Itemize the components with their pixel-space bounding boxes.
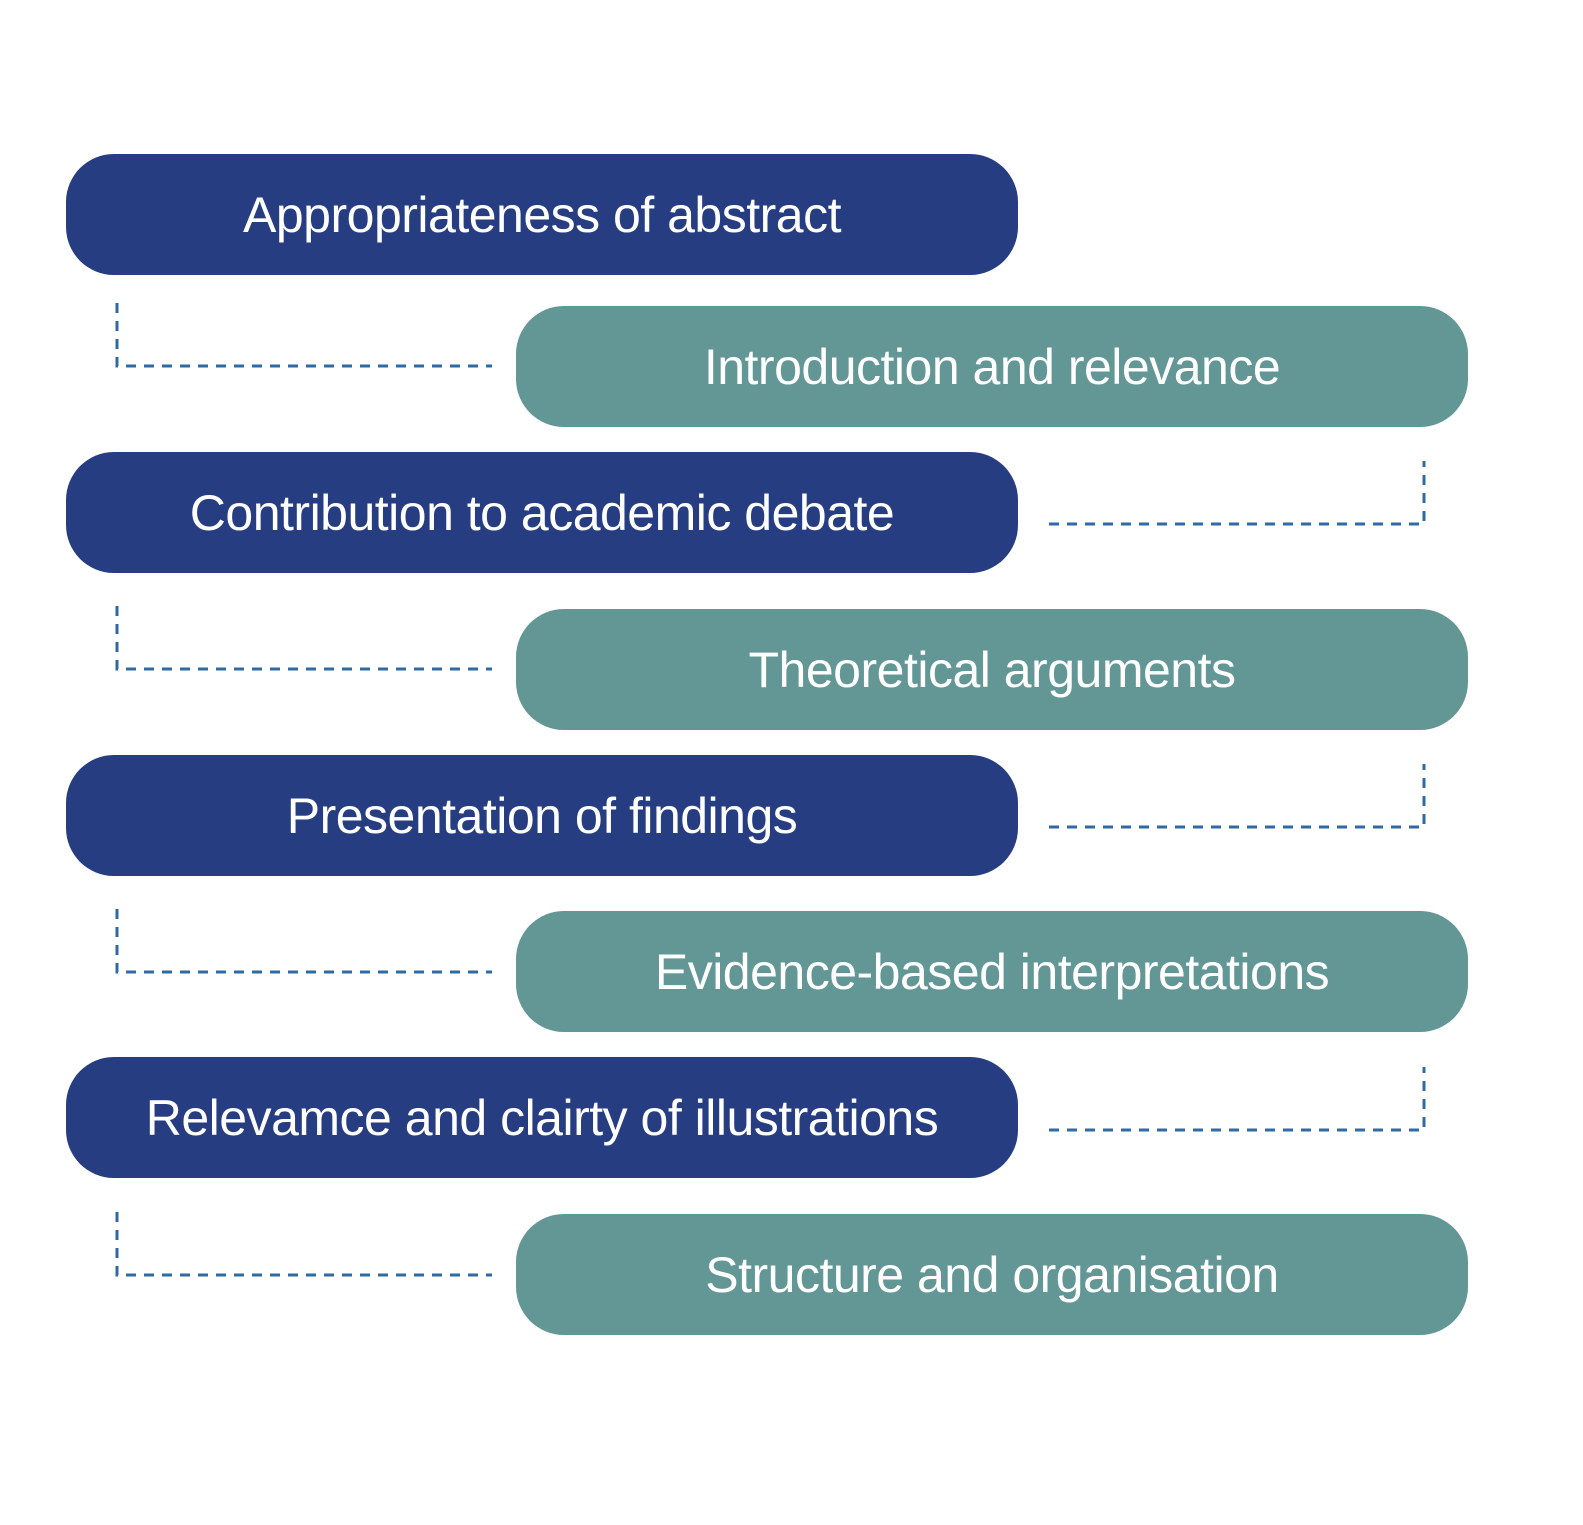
step-box-4: Theoretical arguments [516,609,1468,730]
connector-6-right [1049,1067,1426,1132]
connector-7-left [115,1212,492,1277]
connector-2-right [1049,461,1426,526]
step-label-5: Presentation of findings [286,787,798,844]
connector-5-left [115,909,492,974]
step-label-3: Contribution to academic debate [189,484,895,541]
step-box-8: Structure and organisation [516,1214,1468,1335]
step-label-2: Introduction and relevance [703,338,1281,395]
connector-3-left [115,606,492,671]
step-box-6: Evidence-based interpretations [516,911,1468,1032]
step-box-1: Appropriateness of abstract [66,154,1018,275]
connector-4-right [1049,764,1426,829]
step-label-7: Relevamce and clairty of illustrations [145,1089,939,1146]
step-label-4: Theoretical arguments [748,641,1236,698]
step-box-5: Presentation of findings [66,755,1018,876]
step-label-8: Structure and organisation [705,1246,1279,1303]
connector-1-left [115,303,492,368]
step-label-6: Evidence-based interpretations [654,943,1330,1000]
step-box-3: Contribution to academic debate [66,452,1018,573]
step-label-1: Appropriateness of abstract [243,186,841,243]
step-box-7: Relevamce and clairty of illustrations [66,1057,1018,1178]
step-box-2: Introduction and relevance [516,306,1468,427]
